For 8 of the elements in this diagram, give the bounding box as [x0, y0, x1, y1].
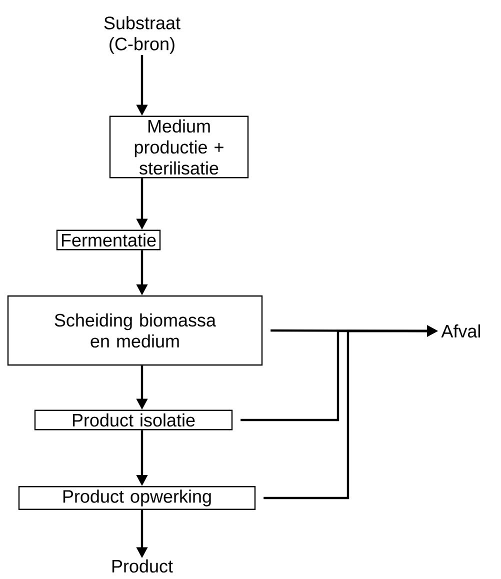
process-box: Product opwerking: [18, 486, 256, 510]
process-box: Scheiding biomassa en medium: [7, 295, 263, 366]
input-label: Substraat (C-bron): [104, 16, 180, 54]
process-box: Medium productie + sterilisatie: [109, 116, 249, 178]
process-box: Fermentatie: [56, 230, 161, 250]
output-label: Afval: [441, 324, 480, 338]
process-box: Product isolatie: [34, 410, 233, 430]
output-label: Product: [112, 559, 173, 573]
